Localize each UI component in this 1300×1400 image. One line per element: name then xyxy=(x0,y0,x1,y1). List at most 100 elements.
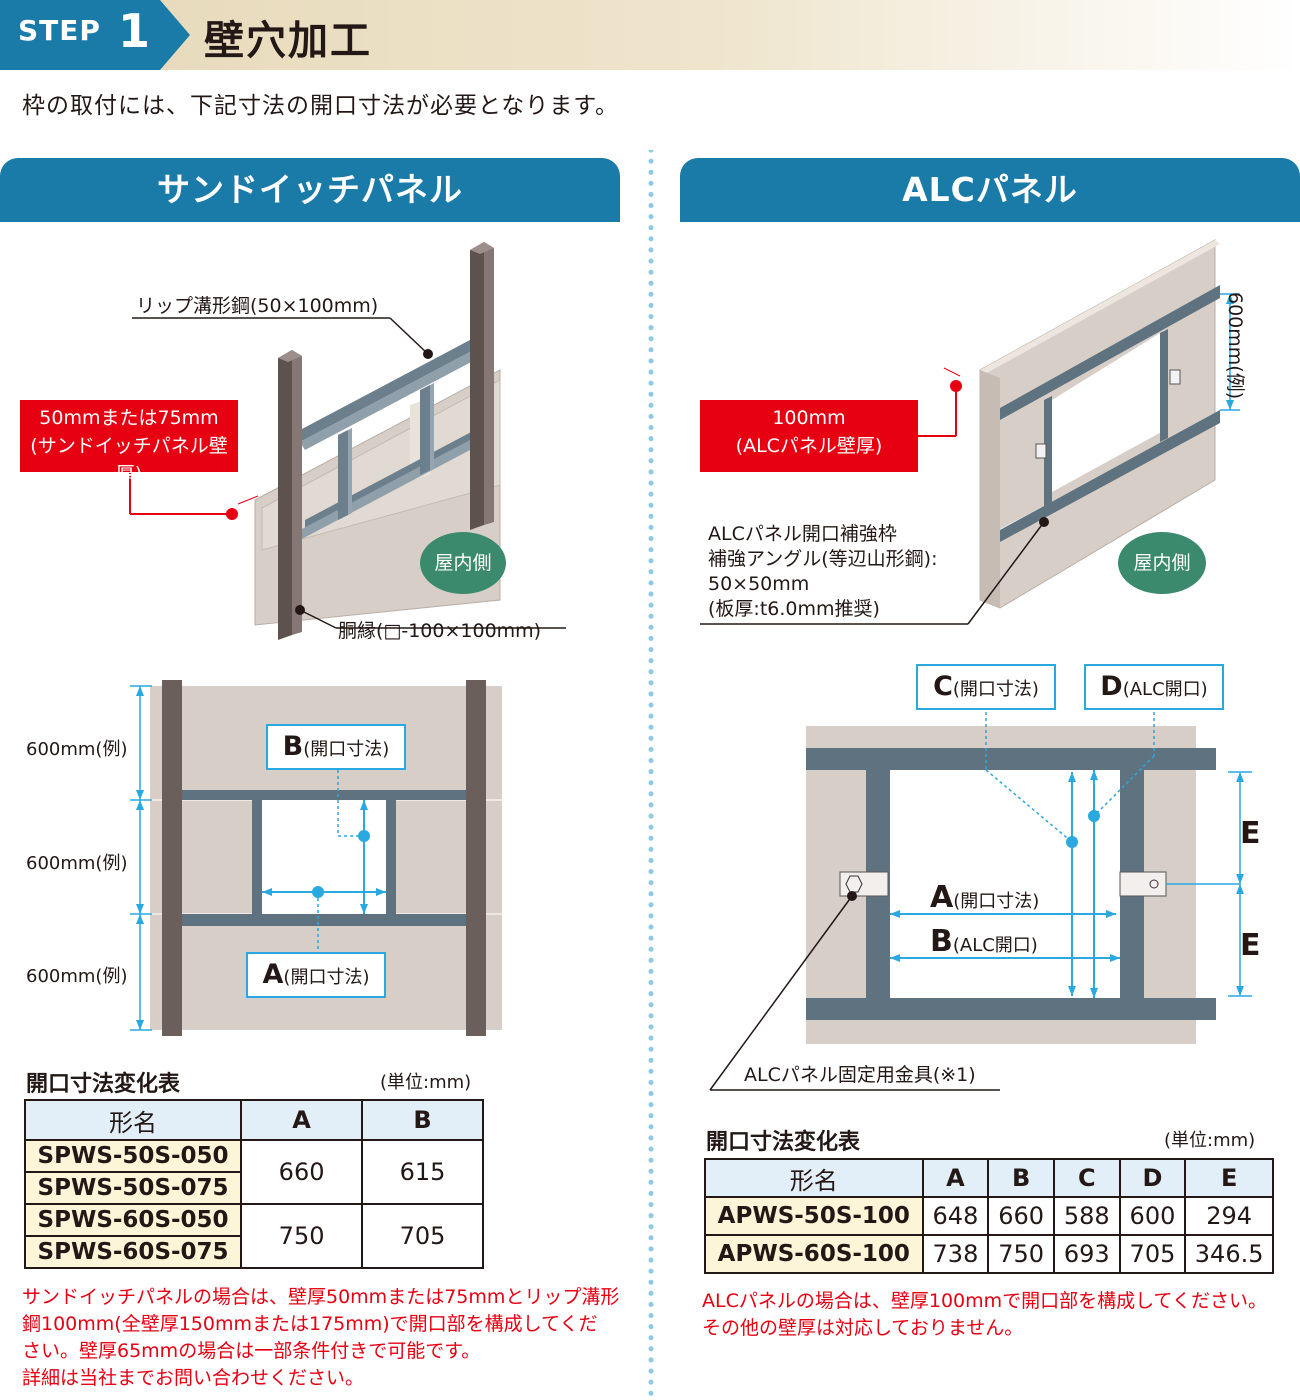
dim-c-letter: C xyxy=(933,671,953,702)
model-cell: SPWS-60S-050 xyxy=(23,1203,243,1237)
sandwich-thickness-box: 50mmまたは75mm (サンドイッチパネル壁厚) xyxy=(20,400,238,485)
value-cell-b: 705 xyxy=(361,1203,484,1269)
reinforce-line: 補強アングル(等辺山形鋼): xyxy=(708,548,938,570)
step-label: STEP xyxy=(18,14,101,47)
bracket-label: ALCパネル固定用金具(※1) xyxy=(744,1064,976,1086)
note-line: その他の壁厚は対応しておりません。 xyxy=(702,1317,1024,1339)
sandwich-table-unit: (単位:mm) xyxy=(380,1072,472,1093)
table-row: SPWS-50S-050 660 615 xyxy=(23,1139,484,1205)
note-line: サンドイッチパネルの場合は、壁厚50mmまたは75mmとリップ溝形 xyxy=(22,1286,620,1308)
dim-a-label: A(開口寸法) xyxy=(246,952,386,998)
model-cell: SPWS-60S-075 xyxy=(23,1235,243,1269)
dim-d-text: (ALC開口) xyxy=(1122,679,1208,700)
reinforce-label: ALCパネル開口補強枠 補強アングル(等辺山形鋼): 50×50mm (板厚:t… xyxy=(708,522,937,622)
dim-e-upper: E xyxy=(1240,816,1261,851)
indoor-badge: 屋内側 xyxy=(1118,532,1206,594)
table-row: SPWS-60S-050 750 705 xyxy=(23,1203,484,1269)
alc-elevation-diagram xyxy=(709,712,1252,1091)
table-header-a: A xyxy=(921,1158,990,1198)
table-row: SPWS-50S-075 xyxy=(23,1171,483,1205)
value-cell: 346.5 xyxy=(1184,1234,1274,1274)
value-cell: 705 xyxy=(1118,1234,1187,1274)
table-header-c: C xyxy=(1052,1158,1121,1198)
table-row: APWS-50S-100 648 660 588 600 294 xyxy=(704,1196,1274,1236)
alc-dim-b-text: (ALC開口) xyxy=(952,935,1038,956)
value-cell: 588 xyxy=(1052,1196,1121,1236)
reinforce-line: ALCパネル開口補強枠 xyxy=(708,523,897,545)
indoor-badge: 屋内側 xyxy=(420,532,506,594)
alc-dim-b-letter: B xyxy=(930,924,953,959)
table-header-e: E xyxy=(1184,1158,1274,1198)
thickness-caption: (ALCパネル壁厚) xyxy=(735,435,883,457)
thickness-value: 100mm xyxy=(772,407,846,429)
value-cell: 750 xyxy=(987,1234,1055,1274)
sandwich-note: サンドイッチパネルの場合は、壁厚50mmまたは75mmとリップ溝形 鋼100mm… xyxy=(22,1284,632,1392)
table-header-b: B xyxy=(361,1099,484,1141)
dim-c-label: C(開口寸法) xyxy=(916,664,1056,710)
model-cell: SPWS-50S-075 xyxy=(23,1171,243,1205)
alc-height-label: 600mm(例) xyxy=(1224,292,1246,400)
height-label-1: 600mm(例) xyxy=(26,739,128,760)
note-line: ALCパネルの場合は、壁厚100mmで開口部を構成してください。 xyxy=(702,1290,1267,1312)
value-cell: 648 xyxy=(921,1196,990,1236)
table-row: SPWS-60S-075 xyxy=(23,1235,483,1269)
dim-e-lower: E xyxy=(1240,928,1261,963)
alc-dimension-table: 形名 A B C D E APWS-50S-100 648 660 588 60… xyxy=(704,1158,1274,1274)
sandwich-section-title: サンドイッチパネル xyxy=(0,158,620,222)
value-cell-b: 615 xyxy=(361,1139,484,1205)
intro-text: 枠の取付には、下記寸法の開口寸法が必要となります。 xyxy=(22,93,620,119)
page-title: 壁穴加工 xyxy=(204,18,372,64)
dim-a-text: (開口寸法) xyxy=(283,967,370,988)
value-cell: 294 xyxy=(1184,1196,1274,1236)
table-header-model: 形名 xyxy=(704,1158,924,1198)
dim-d-letter: D xyxy=(1100,671,1123,702)
column-divider xyxy=(648,150,654,1400)
step-chevron xyxy=(0,0,190,70)
height-label-2: 600mm(例) xyxy=(26,853,128,874)
alc-dim-a-label: A(開口寸法) xyxy=(930,880,1039,915)
value-cell: 660 xyxy=(987,1196,1055,1236)
column-label: 胴縁(□-100×100mm) xyxy=(338,620,542,642)
dim-a-letter: A xyxy=(262,959,284,990)
alc-dim-b-label: B(ALC開口) xyxy=(930,924,1038,959)
step-number: 1 xyxy=(118,4,151,58)
value-cell: 693 xyxy=(1052,1234,1121,1274)
note-line: さい。壁厚65mmの場合は一部条件付きで可能です。 xyxy=(22,1340,481,1362)
sandwich-table-title: 開口寸法変化表 xyxy=(26,1072,181,1097)
table-header-model: 形名 xyxy=(23,1099,243,1141)
step-header-bar xyxy=(0,0,1300,70)
dim-d-label: D(ALC開口) xyxy=(1084,664,1224,710)
value-cell: 738 xyxy=(921,1234,990,1274)
model-cell: SPWS-50S-050 xyxy=(23,1139,243,1173)
alc-dim-a-letter: A xyxy=(930,880,954,915)
note-line: 詳細は当社までお問い合わせください。 xyxy=(22,1367,365,1389)
thickness-value: 50mmまたは75mm xyxy=(39,407,219,429)
alc-section-title: ALCパネル xyxy=(680,158,1300,222)
alc-table-title: 開口寸法変化表 xyxy=(706,1130,861,1155)
note-line: 鋼100mm(全壁厚150mmまたは175mm)で開口部を構成してくだ xyxy=(22,1313,598,1335)
value-cell-a: 660 xyxy=(240,1139,364,1205)
table-header-a: A xyxy=(240,1099,364,1141)
dim-b-text: (開口寸法) xyxy=(303,739,390,760)
height-label-3: 600mm(例) xyxy=(26,966,128,987)
model-cell: APWS-50S-100 xyxy=(704,1196,924,1236)
alc-dim-a-text: (開口寸法) xyxy=(953,891,1040,912)
table-header-d: D xyxy=(1118,1158,1187,1198)
dim-c-text: (開口寸法) xyxy=(952,679,1039,700)
dim-b-letter: B xyxy=(282,731,304,762)
alc-thickness-box: 100mm (ALCパネル壁厚) xyxy=(700,400,918,472)
sandwich-dimension-table: 形名 A B SPWS-50S-050 660 615 SPWS-50S-075… xyxy=(23,1099,484,1269)
alc-table-unit: (単位:mm) xyxy=(1164,1130,1256,1151)
lip-channel-label: リップ溝形鋼(50×100mm) xyxy=(136,295,379,317)
dim-b-label: B(開口寸法) xyxy=(266,724,406,770)
reinforce-line: (板厚:t6.0mm推奨) xyxy=(708,598,880,620)
reinforce-line: 50×50mm xyxy=(708,573,810,595)
table-row: APWS-60S-100 738 750 693 705 346.5 xyxy=(704,1234,1274,1274)
table-header-b: B xyxy=(987,1158,1055,1198)
alc-note: ALCパネルの場合は、壁厚100mmで開口部を構成してください。 その他の壁厚は… xyxy=(702,1288,1292,1342)
value-cell-a: 750 xyxy=(240,1203,364,1269)
alc-3d-illustration xyxy=(700,239,1240,625)
thickness-caption: (サンドイッチパネル壁厚) xyxy=(30,435,228,485)
model-cell: APWS-60S-100 xyxy=(704,1234,924,1274)
value-cell: 600 xyxy=(1118,1196,1187,1236)
